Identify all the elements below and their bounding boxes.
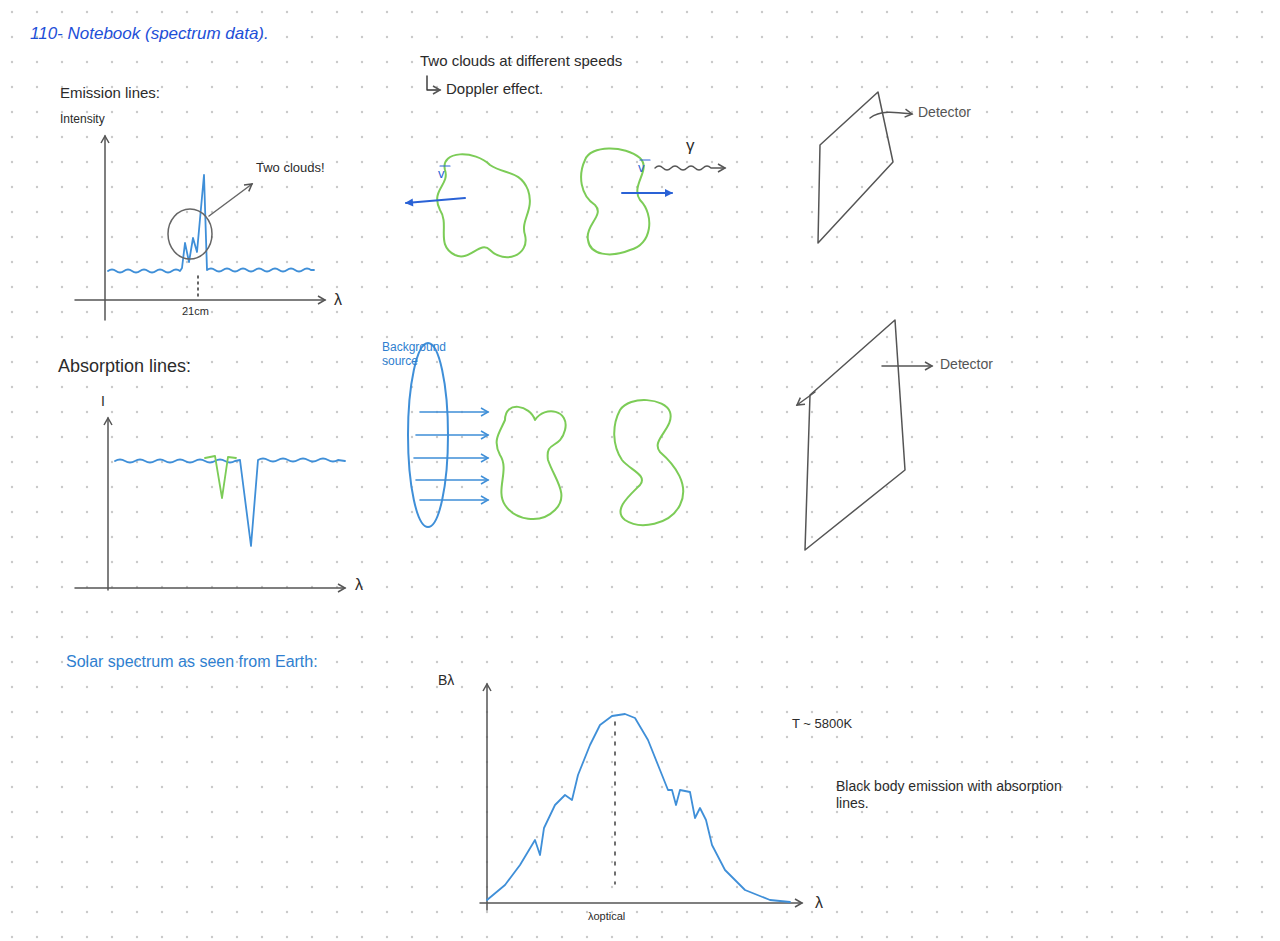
- note-text: Doppler effect.: [446, 80, 543, 98]
- tick-label: λoptical: [588, 910, 625, 923]
- detector-plate: [797, 320, 932, 550]
- absorption-plot: [75, 418, 345, 590]
- axis-label: Intensity: [60, 112, 105, 126]
- velocity-label: v: [638, 160, 645, 176]
- detector-label: Detector: [940, 356, 993, 373]
- detector-label: Detector: [918, 104, 971, 121]
- detector-plate: [818, 92, 912, 243]
- axis-label: Bλ: [438, 672, 454, 689]
- solar-spectrum: [480, 684, 802, 910]
- section-heading: Solar spectrum as seen from Earth:: [66, 652, 318, 671]
- page-title: 110- Notebook (spectrum data).: [30, 24, 269, 44]
- callout-note: Two clouds!: [256, 160, 325, 176]
- axis-label: λ: [334, 290, 342, 309]
- axis-label: λ: [815, 893, 823, 912]
- background-source: [408, 343, 683, 527]
- axis-label: λ: [355, 575, 363, 594]
- temperature-note: T ~ 5800K: [792, 716, 852, 732]
- section-heading: Absorption lines:: [58, 356, 191, 378]
- source-label: Background source: [382, 340, 456, 369]
- photon-symbol: γ: [686, 136, 695, 156]
- note-text: Two clouds at different speeds: [420, 52, 622, 70]
- section-heading: Emission lines:: [60, 84, 160, 102]
- note-text: Black body emission with absorption line…: [836, 778, 1066, 812]
- velocity-label: v: [438, 166, 445, 182]
- axis-label: I: [101, 393, 105, 410]
- emission-plot: [75, 136, 325, 320]
- doppler-clouds: [406, 76, 725, 257]
- tick-label: 21cm: [182, 305, 209, 318]
